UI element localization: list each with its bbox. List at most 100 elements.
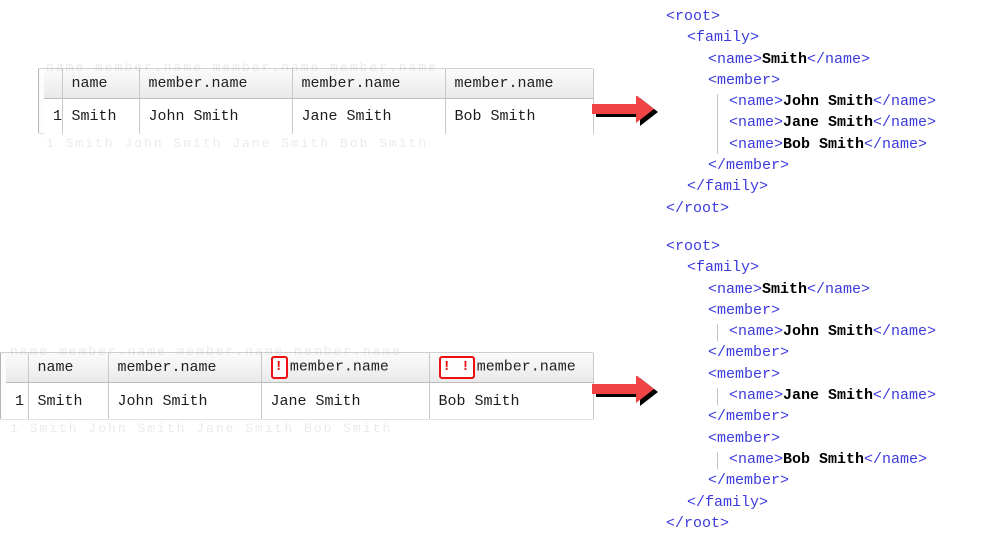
marker-3: ! ! [438, 356, 477, 379]
indent-guide [717, 388, 718, 406]
column-header-3[interactable]: member.name [445, 69, 594, 99]
column-header-1[interactable]: member.name [108, 353, 262, 383]
error-marker-icon[interactable]: ! ! [438, 356, 475, 379]
code-line: </root> [666, 198, 936, 219]
code-line: <name>John Smith</name> [666, 91, 936, 112]
xml-open-tag: <name> [729, 387, 784, 405]
table-bottom-ghost-row-below: 1 Smith John Smith Jane Smith Bob Smith [10, 421, 393, 433]
xml-open-tag: <name> [708, 280, 763, 298]
column-header-0[interactable]: name [62, 69, 140, 99]
code-line: </family> [666, 492, 936, 513]
table-row[interactable]: 1 Smith John Smith Jane Smith Bob Smith [44, 98, 594, 134]
indent-guide [717, 94, 718, 155]
cell-0-0[interactable]: Smith [62, 98, 140, 134]
flattened-table-top[interactable]: name member.name member.name member.name… [38, 68, 594, 134]
xml-output-bottom: <root><family><name>Smith</name><member>… [666, 236, 936, 534]
column-header-3-label: member.name [476, 358, 576, 376]
xml-close-tag: </name> [807, 280, 871, 298]
cell-0-3[interactable]: Bob Smith [429, 382, 594, 419]
xml-open-tag: <name> [729, 135, 784, 153]
column-header-1-label: member.name [117, 358, 217, 376]
indent-guide [717, 452, 718, 470]
code-line: </member> [666, 155, 936, 176]
xml-open-tag: <member> [708, 365, 781, 383]
table-bottom-ghost-row-above: name member.name member.name member.name [10, 344, 403, 356]
table-bottom[interactable]: name member.name !member.name ! !member.… [6, 353, 594, 419]
code-line: <root> [666, 236, 936, 257]
xml-close-tag: </name> [864, 135, 928, 153]
table-top-ghost-row-below: 1 Smith John Smith Jane Smith Bob Smith [46, 136, 429, 148]
row-number: 1 [6, 382, 29, 419]
column-header-0-label: name [37, 358, 74, 376]
code-line: <member> [666, 70, 936, 91]
xml-open-tag: </family> [687, 178, 769, 196]
code-line: <root> [666, 6, 936, 27]
xml-close-tag: </name> [873, 323, 937, 341]
xml-text-value: Bob Smith [783, 135, 865, 153]
xml-close-tag: </name> [864, 450, 928, 468]
cell-0-2[interactable]: Jane Smith [261, 382, 430, 419]
xml-text-value: John Smith [783, 323, 874, 341]
cell-0-3[interactable]: Bob Smith [445, 98, 594, 134]
xml-open-tag: <family> [687, 259, 760, 277]
column-header-3-label: member.name [454, 74, 554, 92]
xml-open-tag: <name> [729, 114, 784, 132]
code-line: <name>Jane Smith</name> [666, 385, 936, 406]
code-line: </member> [666, 342, 936, 363]
error-marker-icon[interactable]: ! [270, 356, 288, 379]
xml-open-tag: </family> [687, 493, 769, 511]
xml-open-tag: </root> [666, 199, 730, 217]
code-line: <name>Bob Smith</name> [666, 134, 936, 155]
xml-text-value: Jane Smith [783, 114, 874, 132]
indent-guide [717, 324, 718, 342]
xml-open-tag: <root> [666, 238, 721, 255]
table-top[interactable]: name member.name member.name member.name… [44, 69, 594, 134]
xml-open-tag: <member> [708, 301, 781, 319]
xml-close-tag: </name> [873, 114, 937, 132]
cell-0-0[interactable]: Smith [28, 382, 109, 419]
xml-output-top: <root><family><name>Smith</name><member>… [666, 6, 936, 219]
xml-open-tag: <member> [708, 429, 781, 447]
column-header-2-label: member.name [301, 74, 401, 92]
xml-text-value: John Smith [783, 93, 874, 111]
xml-text-value: Smith [762, 50, 808, 68]
xml-open-tag: <name> [708, 50, 763, 68]
column-header-3[interactable]: ! !member.name [429, 353, 594, 383]
xml-text-value: Smith [762, 280, 808, 298]
code-line: </member> [666, 406, 936, 427]
table-row[interactable]: 1 Smith John Smith Jane Smith Bob Smith [6, 382, 594, 419]
code-line: </member> [666, 470, 936, 491]
code-line: <family> [666, 257, 936, 278]
column-header-0[interactable]: name [28, 353, 109, 383]
column-header-2-label: member.name [289, 358, 389, 376]
column-header-2[interactable]: member.name [292, 69, 446, 99]
code-line: <name>Bob Smith</name> [666, 449, 936, 470]
cell-0-1[interactable]: John Smith [108, 382, 262, 419]
column-header-0-label: name [71, 74, 108, 92]
column-header-1[interactable]: member.name [139, 69, 293, 99]
table-header-row: name member.name member.name member.name [44, 69, 594, 99]
code-line: <member> [666, 300, 936, 321]
column-header-2[interactable]: !member.name [261, 353, 430, 383]
xml-open-tag: <name> [729, 450, 784, 468]
xml-close-tag: </name> [807, 50, 871, 68]
code-line: <name>John Smith</name> [666, 321, 936, 342]
cell-0-1[interactable]: John Smith [139, 98, 293, 134]
xml-open-tag: </root> [666, 514, 730, 532]
arrow-top [592, 96, 670, 126]
xml-open-tag: <name> [729, 323, 784, 341]
xml-open-tag: </member> [708, 157, 790, 175]
gutter-header [6, 353, 29, 383]
xml-open-tag: </member> [708, 472, 790, 490]
cell-0-2[interactable]: Jane Smith [292, 98, 446, 134]
code-line: </family> [666, 176, 936, 197]
xml-open-tag: <name> [729, 93, 784, 111]
xml-open-tag: </member> [708, 344, 790, 362]
code-line: <name>Smith</name> [666, 49, 936, 70]
table-header-row: name member.name !member.name ! !member.… [6, 353, 594, 383]
column-header-1-label: member.name [148, 74, 248, 92]
row-number: 1 [44, 98, 63, 134]
flattened-table-bottom[interactable]: name member.name !member.name ! !member.… [0, 352, 594, 420]
xml-open-tag: <member> [708, 71, 781, 89]
xml-open-tag: <family> [687, 29, 760, 47]
